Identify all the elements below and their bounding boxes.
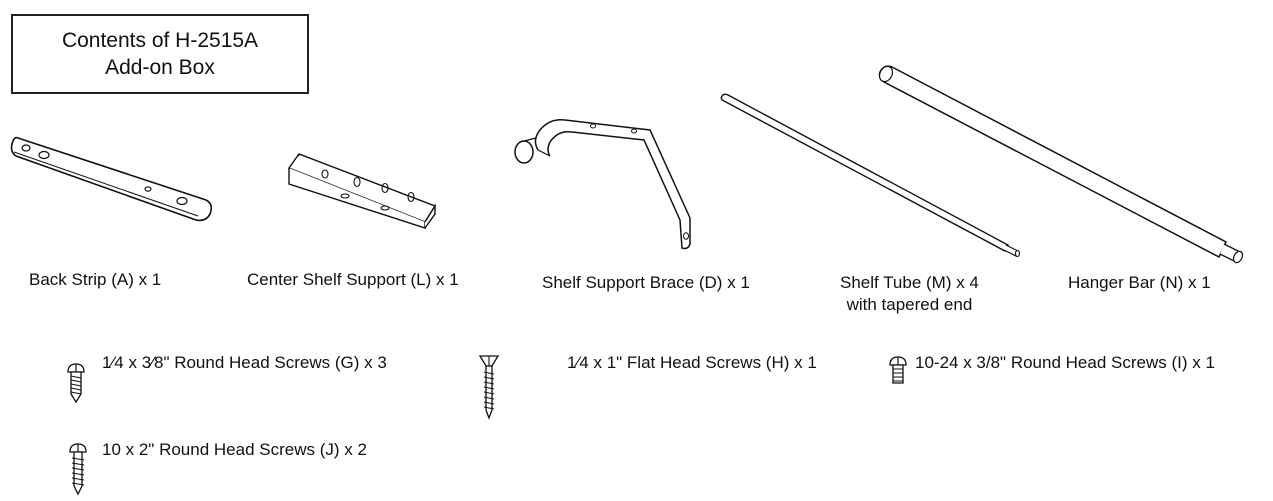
shelf-support-brace-label: Shelf Support Brace (D) x 1 xyxy=(542,273,750,292)
title-line-1: Contents of H-2515A xyxy=(61,29,259,52)
shelf-tube-label-line-2: with tapered end xyxy=(846,295,973,314)
round-head-screw-i-icon xyxy=(888,355,908,385)
back-strip-illustration xyxy=(8,134,213,224)
shelf-tube-illustration xyxy=(720,93,1025,261)
center-shelf-support-label: Center Shelf Support (L) x 1 xyxy=(247,270,459,289)
round-head-screw-j-icon xyxy=(68,442,88,496)
hanger-bar-label: Hanger Bar (N) x 1 xyxy=(1068,273,1211,292)
hanger-bar-illustration xyxy=(876,64,1250,270)
round-head-screw-g-icon xyxy=(66,362,86,404)
center-shelf-support-illustration xyxy=(285,150,440,230)
screw-j-label: 10 x 2" Round Head Screws (J) x 2 xyxy=(102,440,367,459)
title-box: Contents of H-2515A Add-on Box xyxy=(11,14,309,94)
screw-h-label: 1⁄4 x 1" Flat Head Screws (H) x 1 xyxy=(567,353,817,372)
back-strip-label: Back Strip (A) x 1 xyxy=(29,270,162,289)
flat-head-screw-h-icon xyxy=(478,354,500,420)
shelf-tube-label: Shelf Tube (M) x 4 with tapered end xyxy=(840,272,979,316)
screw-i-label: 10-24 x 3/8" Round Head Screws (I) x 1 xyxy=(915,353,1215,372)
title-line-2: Add-on Box xyxy=(105,56,215,79)
shelf-support-brace-illustration xyxy=(510,112,700,254)
shelf-tube-label-line-1: Shelf Tube (M) x 4 xyxy=(840,273,979,292)
screw-g-label: 1⁄4 x 3⁄8" Round Head Screws (G) x 3 xyxy=(102,353,387,372)
